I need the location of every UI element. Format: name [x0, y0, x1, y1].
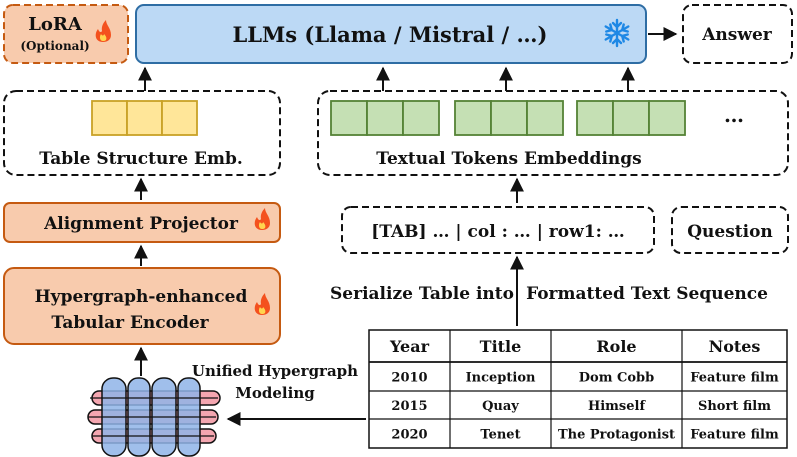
- modeling-label-line2: Modeling: [235, 384, 315, 402]
- alignment-projector-label: Alignment Projector: [43, 214, 239, 234]
- sequence-label: [TAB] … | col : … | row1: …: [371, 222, 625, 242]
- table-cell: Quay: [482, 399, 519, 414]
- token-embedding-group-1: [330, 100, 440, 136]
- encoder-line1: Hypergraph-enhanced: [35, 287, 248, 307]
- table-cell: Inception: [466, 371, 536, 386]
- table-cell: Feature film: [690, 371, 779, 386]
- table-structure-label: Table Structure Emb.: [39, 149, 243, 169]
- table-header-cell: Role: [596, 337, 636, 356]
- table-grid: [369, 330, 787, 448]
- table-header-cell: Notes: [709, 337, 761, 356]
- serialize-label-part1: Serialize Table into: [330, 284, 514, 304]
- table-cell: Dom Cobb: [579, 371, 654, 386]
- flame-icon: [254, 208, 270, 230]
- table-header-cell: Year: [389, 337, 430, 356]
- lora-subtitle: (Optional): [20, 39, 89, 53]
- tabular-encoder-box: Hypergraph-enhanced Tabular Encoder: [3, 267, 281, 345]
- llm-box: LLMs (Llama / Mistral / …): [135, 4, 647, 64]
- hypergraph-icon: [87, 377, 221, 457]
- table-cell: 2020: [391, 428, 427, 443]
- table-cell: 2010: [391, 371, 427, 386]
- question-label: Question: [687, 222, 773, 242]
- token-embedding-group-2: [454, 100, 564, 136]
- table-cell: Himself: [588, 399, 647, 414]
- table-cell: Feature film: [690, 428, 779, 443]
- flame-icon: [95, 20, 111, 42]
- table-cell: 2015: [391, 399, 427, 414]
- answer-label: Answer: [701, 25, 773, 45]
- textual-tokens-label: Textual Tokens Embeddings: [376, 149, 641, 169]
- table-header-cell: Title: [480, 337, 522, 356]
- table-cell: Short film: [698, 399, 771, 414]
- textual-tokens-emb-box: … Textual Tokens Embeddings: [317, 90, 789, 176]
- flame-icon: [254, 293, 270, 315]
- lora-box: LoRA (Optional): [3, 4, 129, 64]
- modeling-label-line1: Unified Hypergraph: [192, 362, 358, 380]
- table-cell: Tenet: [480, 428, 520, 443]
- question-box: Question: [671, 206, 789, 254]
- token-embedding-group-3: [576, 100, 686, 136]
- table-cell: The Protagonist: [558, 428, 675, 443]
- table-structure-emb-box: Table Structure Emb.: [3, 90, 281, 176]
- lora-title: LoRA: [28, 14, 83, 35]
- tokens-ellipsis: …: [724, 103, 744, 127]
- sequence-box: [TAB] … | col : … | row1: …: [341, 206, 655, 254]
- encoder-line2: Tabular Encoder: [51, 313, 209, 333]
- llm-label: LLMs (Llama / Mistral / …): [233, 22, 548, 47]
- answer-box: Answer: [682, 4, 793, 64]
- structure-embedding-cells: [91, 100, 198, 136]
- serialize-label-part2: Formatted Text Sequence: [526, 284, 768, 304]
- alignment-projector-box: Alignment Projector: [3, 202, 281, 243]
- snowflake-icon: [604, 18, 630, 48]
